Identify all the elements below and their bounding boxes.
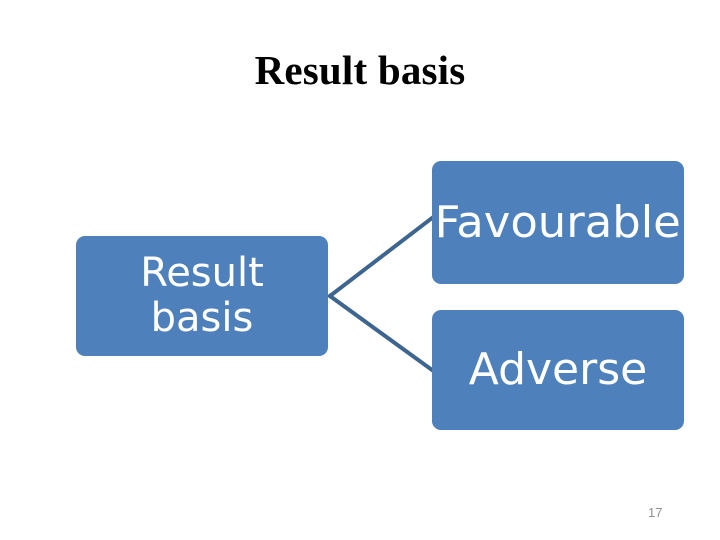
page-number: 17 <box>648 505 663 520</box>
node-adverse-label: Adverse <box>468 344 648 396</box>
node-favourable-label: Favourable <box>434 196 682 248</box>
connector-root-to-favourable <box>327 215 435 299</box>
node-adverse[interactable]: Adverse <box>432 310 684 430</box>
node-result-basis[interactable]: Result basis <box>76 236 328 356</box>
connector-root-to-adverse <box>327 293 435 373</box>
node-result-basis-label: Result basis <box>140 250 264 341</box>
page-title: Result basis <box>254 47 466 93</box>
node-favourable[interactable]: Favourable <box>432 161 684 284</box>
